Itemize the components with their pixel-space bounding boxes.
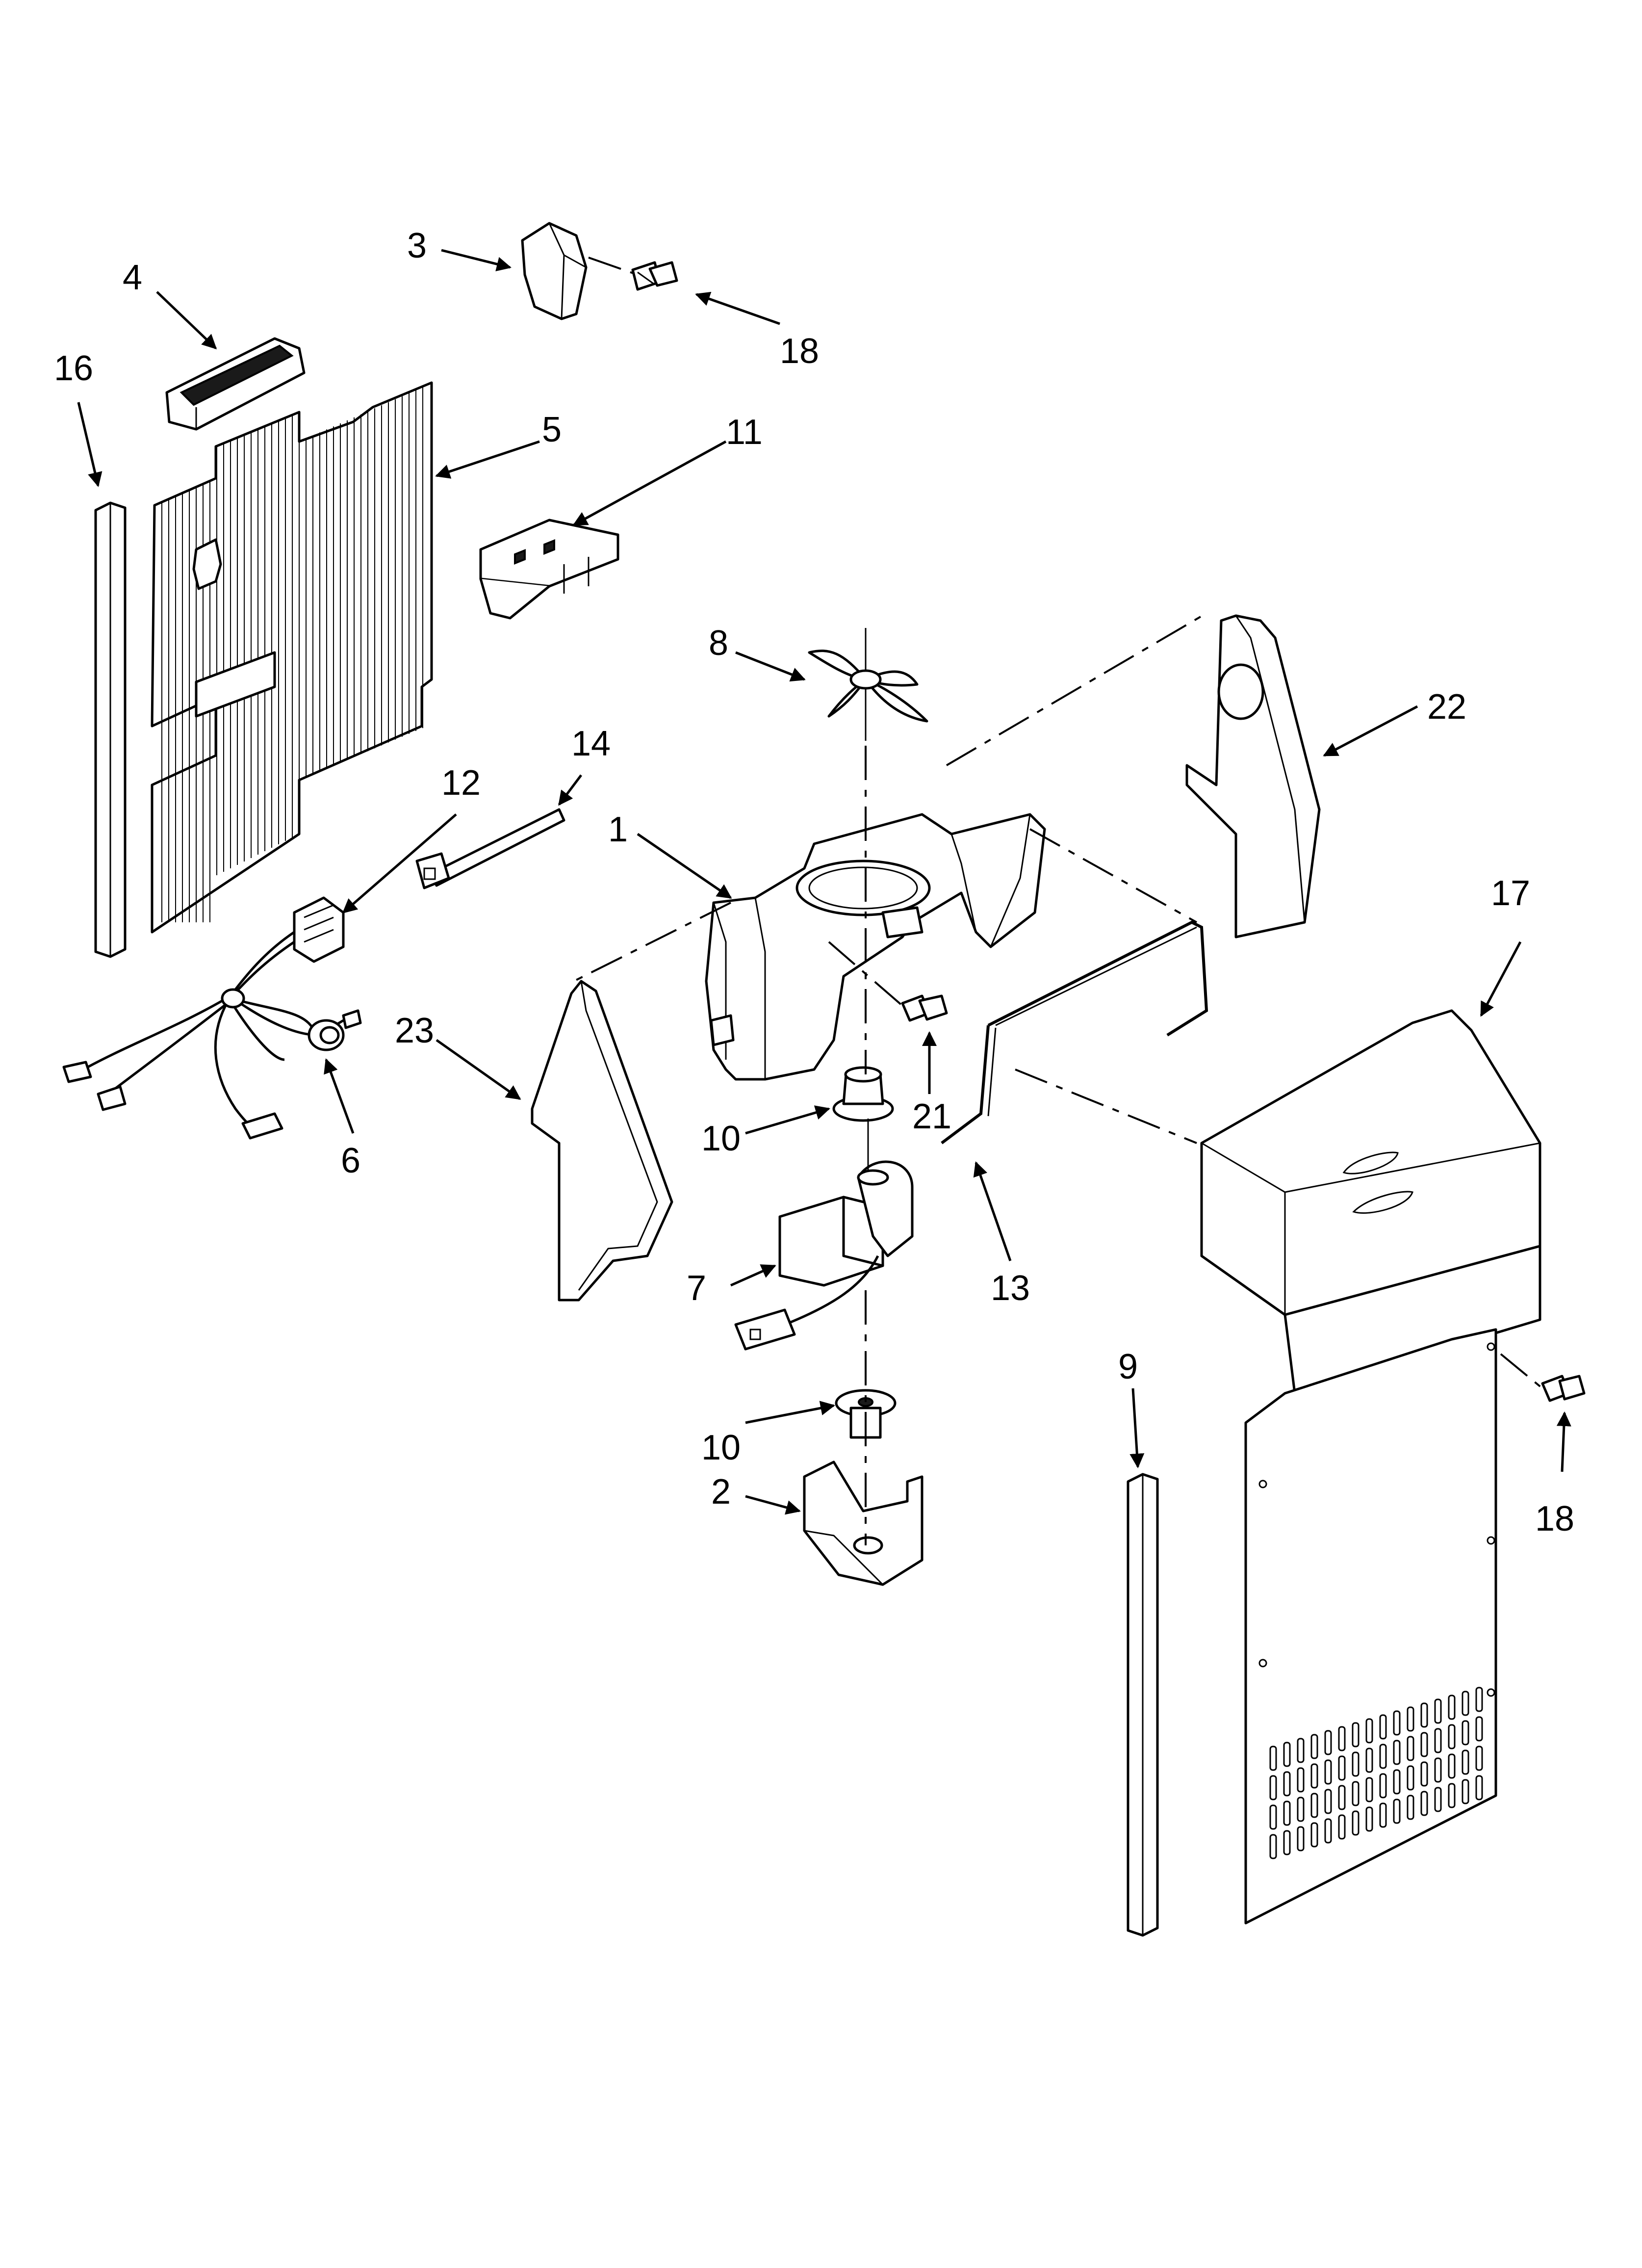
callout-22: 22 bbox=[1427, 687, 1466, 727]
cover-vent-slots bbox=[1269, 1687, 1483, 1859]
callout-23: 23 bbox=[395, 1011, 434, 1050]
callout-16: 16 bbox=[54, 349, 93, 388]
part-4-slot-cover bbox=[165, 337, 306, 431]
part-12-wire-harness bbox=[62, 896, 362, 1140]
callout-18: 18 bbox=[780, 332, 819, 371]
callout-21: 21 bbox=[912, 1097, 951, 1136]
part-18-screw-top bbox=[631, 261, 678, 291]
callout-10: 10 bbox=[701, 1119, 741, 1158]
part-5-evaporator-cover bbox=[151, 381, 433, 934]
callout-8: 8 bbox=[709, 624, 728, 663]
callout-7: 7 bbox=[687, 1269, 706, 1308]
part-7-fan-motor bbox=[734, 1119, 914, 1351]
cover-ribs bbox=[161, 388, 423, 922]
callout-14: 14 bbox=[571, 724, 611, 763]
part-6-grommet bbox=[308, 1019, 345, 1051]
part-10-motor-mount-upper bbox=[832, 1066, 894, 1122]
callout-1: 1 bbox=[608, 810, 628, 849]
axis-17-18 bbox=[1500, 1353, 1543, 1389]
callout-4: 4 bbox=[123, 258, 142, 297]
part-9-trim-strip bbox=[1127, 1473, 1159, 1937]
part-13-wire-support bbox=[941, 920, 1208, 1145]
leader-arrows bbox=[77, 249, 1571, 1515]
part-1-fan-housing bbox=[705, 813, 1046, 1081]
axis-3-18 bbox=[588, 257, 638, 276]
callout-labels: 3 4 18 16 5 11 8 22 14 12 1 17 23 6 21 1… bbox=[54, 226, 1574, 1538]
callout-2: 2 bbox=[711, 1472, 731, 1512]
callout-9: 9 bbox=[1118, 1347, 1138, 1386]
part-8-fan-blade bbox=[808, 628, 928, 741]
callout-5: 5 bbox=[542, 410, 562, 449]
callout-10-lower: 10 bbox=[701, 1428, 741, 1467]
callout-11: 11 bbox=[726, 413, 763, 452]
part-17-front-cover bbox=[1200, 1009, 1541, 1925]
part-2-bottom-bracket bbox=[803, 1460, 924, 1586]
callout-12: 12 bbox=[441, 763, 481, 803]
callout-3: 3 bbox=[407, 226, 427, 265]
part-21-screw bbox=[901, 994, 948, 1022]
callout-13: 13 bbox=[991, 1269, 1030, 1308]
part-11-bracket bbox=[479, 519, 619, 620]
part-18-screw-right bbox=[1541, 1375, 1586, 1402]
alignment-lines bbox=[573, 612, 1207, 1545]
part-3-bracket bbox=[521, 222, 588, 320]
part-23-side-bracket bbox=[531, 980, 673, 1302]
part-16-trim-strip bbox=[94, 501, 127, 958]
part-14-cable-tie bbox=[415, 808, 565, 889]
callout-18-right: 18 bbox=[1535, 1499, 1574, 1538]
part-22-side-bracket bbox=[1185, 614, 1321, 938]
callout-6: 6 bbox=[341, 1141, 360, 1180]
callout-17: 17 bbox=[1491, 874, 1530, 913]
